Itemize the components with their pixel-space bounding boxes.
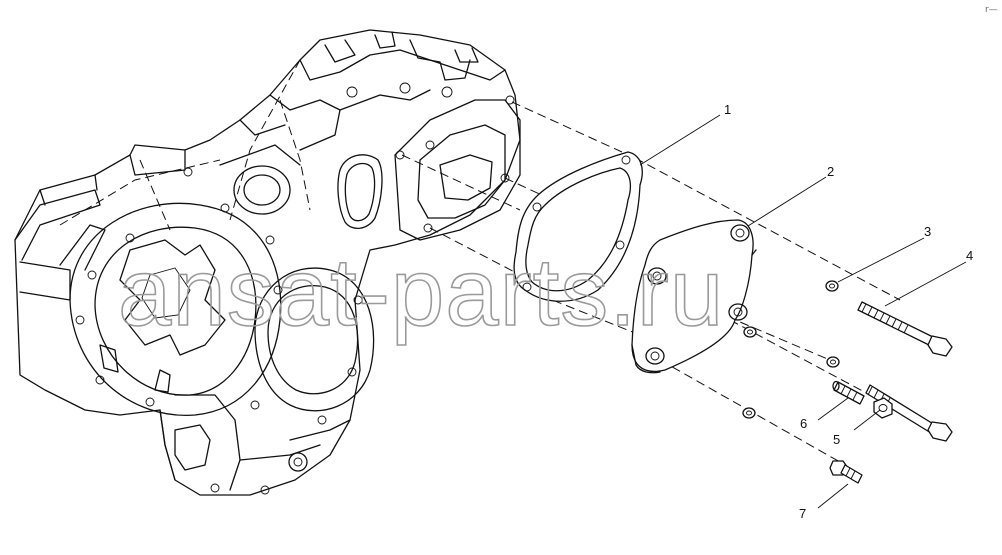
watermark-text: ansat-parts.ru (118, 239, 724, 346)
callout-2: 2 (827, 164, 834, 179)
part-7-short-bolt (829, 460, 863, 484)
callout-6: 6 (800, 416, 807, 431)
callout-1: 1 (724, 102, 731, 117)
callout-labels: 1 2 3 4 5 6 7 (724, 102, 973, 521)
corner-mark: r— (985, 5, 998, 15)
callout-7: 7 (799, 506, 806, 521)
washers (742, 280, 840, 419)
callout-3: 3 (924, 224, 931, 239)
callout-4: 4 (966, 248, 973, 263)
housing (14, 29, 521, 496)
callout-5: 5 (833, 432, 840, 447)
part-4-long-bolt (857, 301, 953, 357)
part-2-cover-plate (631, 219, 757, 374)
leader-lines (639, 114, 967, 509)
part-1-gasket (513, 151, 643, 302)
part-6-stud (832, 380, 865, 405)
part-5-long-bolt (865, 384, 953, 442)
